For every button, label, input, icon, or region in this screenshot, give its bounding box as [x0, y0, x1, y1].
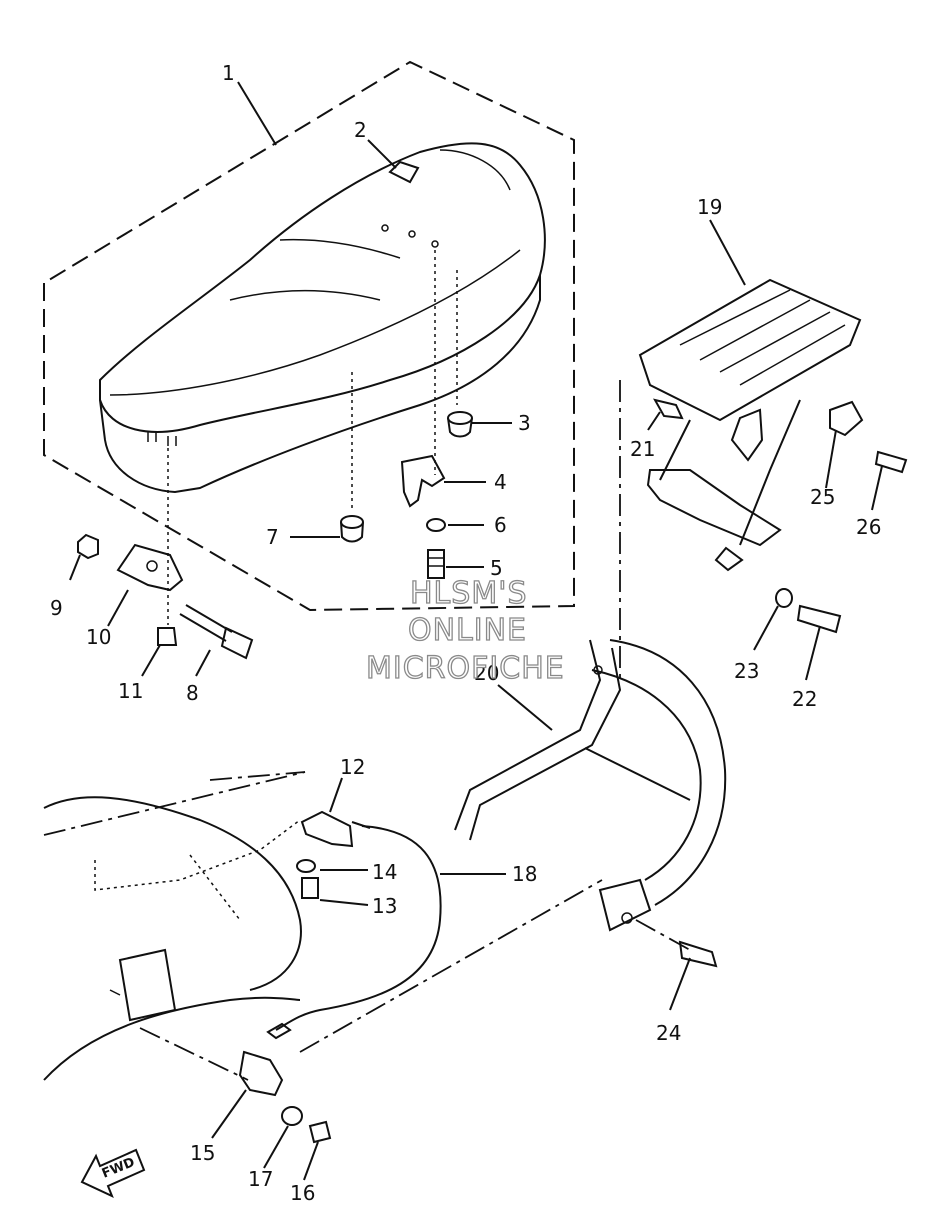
label-part-1: 1	[222, 61, 235, 85]
cable	[266, 821, 442, 1040]
damper-3	[447, 411, 473, 438]
grab-bar	[454, 639, 727, 932]
washer-14	[296, 859, 316, 873]
label-part-10: 10	[86, 625, 111, 649]
label-part-21: 21	[630, 437, 655, 461]
washer-17	[281, 1106, 303, 1126]
label-part-2: 2	[354, 118, 367, 142]
seat-assembly-outline	[43, 60, 575, 612]
label-part-20: 20	[474, 661, 499, 685]
label-part-22: 22	[792, 687, 817, 711]
fwd-label: FWD	[100, 1155, 137, 1182]
label-part-17: 17	[248, 1167, 273, 1191]
label-part-6: 6	[494, 513, 507, 537]
bolt-22	[796, 604, 842, 634]
label-part-7: 7	[266, 525, 279, 549]
seat	[99, 142, 546, 494]
bolt-13	[301, 877, 319, 899]
bracket-25	[829, 400, 864, 437]
collar-11	[157, 627, 178, 646]
hinge-10	[116, 543, 184, 592]
label-part-14: 14	[372, 860, 397, 884]
watermark-line-1: HLSM'S	[410, 576, 528, 611]
frame	[43, 796, 302, 1081]
bolt-24	[678, 940, 718, 968]
label-part-23: 23	[734, 659, 759, 683]
label-part-4: 4	[494, 470, 507, 494]
fwd-arrow-icon: FWD	[80, 1148, 146, 1198]
label-part-18: 18	[512, 862, 537, 886]
washer-23	[775, 588, 793, 608]
label-part-8: 8	[186, 681, 199, 705]
collar-6	[426, 518, 446, 532]
bolt-26	[874, 450, 908, 474]
label-part-13: 13	[372, 894, 397, 918]
carrier	[638, 278, 862, 572]
label-part-11: 11	[118, 679, 143, 703]
label-part-5: 5	[490, 556, 503, 580]
label-part-9: 9	[50, 596, 63, 620]
seat-lock-15	[238, 1050, 284, 1097]
label-part-3: 3	[518, 411, 531, 435]
screw-16	[308, 1120, 332, 1144]
label-part-16: 16	[290, 1181, 315, 1205]
watermark-line-2: ONLINE	[408, 613, 527, 648]
bolt-5	[427, 549, 445, 579]
label-part-12: 12	[340, 755, 365, 779]
label-part-24: 24	[656, 1021, 681, 1045]
nut-9	[77, 533, 99, 560]
bracket-4	[400, 454, 446, 508]
label-part-15: 15	[190, 1141, 215, 1165]
label-part-19: 19	[697, 195, 722, 219]
bolt-8	[179, 604, 254, 660]
lock-bracket-12	[300, 810, 354, 848]
watermark-line-3: MICROFICHE	[366, 651, 565, 686]
label-part-25: 25	[810, 485, 835, 509]
label-part-26: 26	[856, 515, 881, 539]
damper-7	[340, 515, 364, 543]
bolt-21	[653, 398, 684, 420]
